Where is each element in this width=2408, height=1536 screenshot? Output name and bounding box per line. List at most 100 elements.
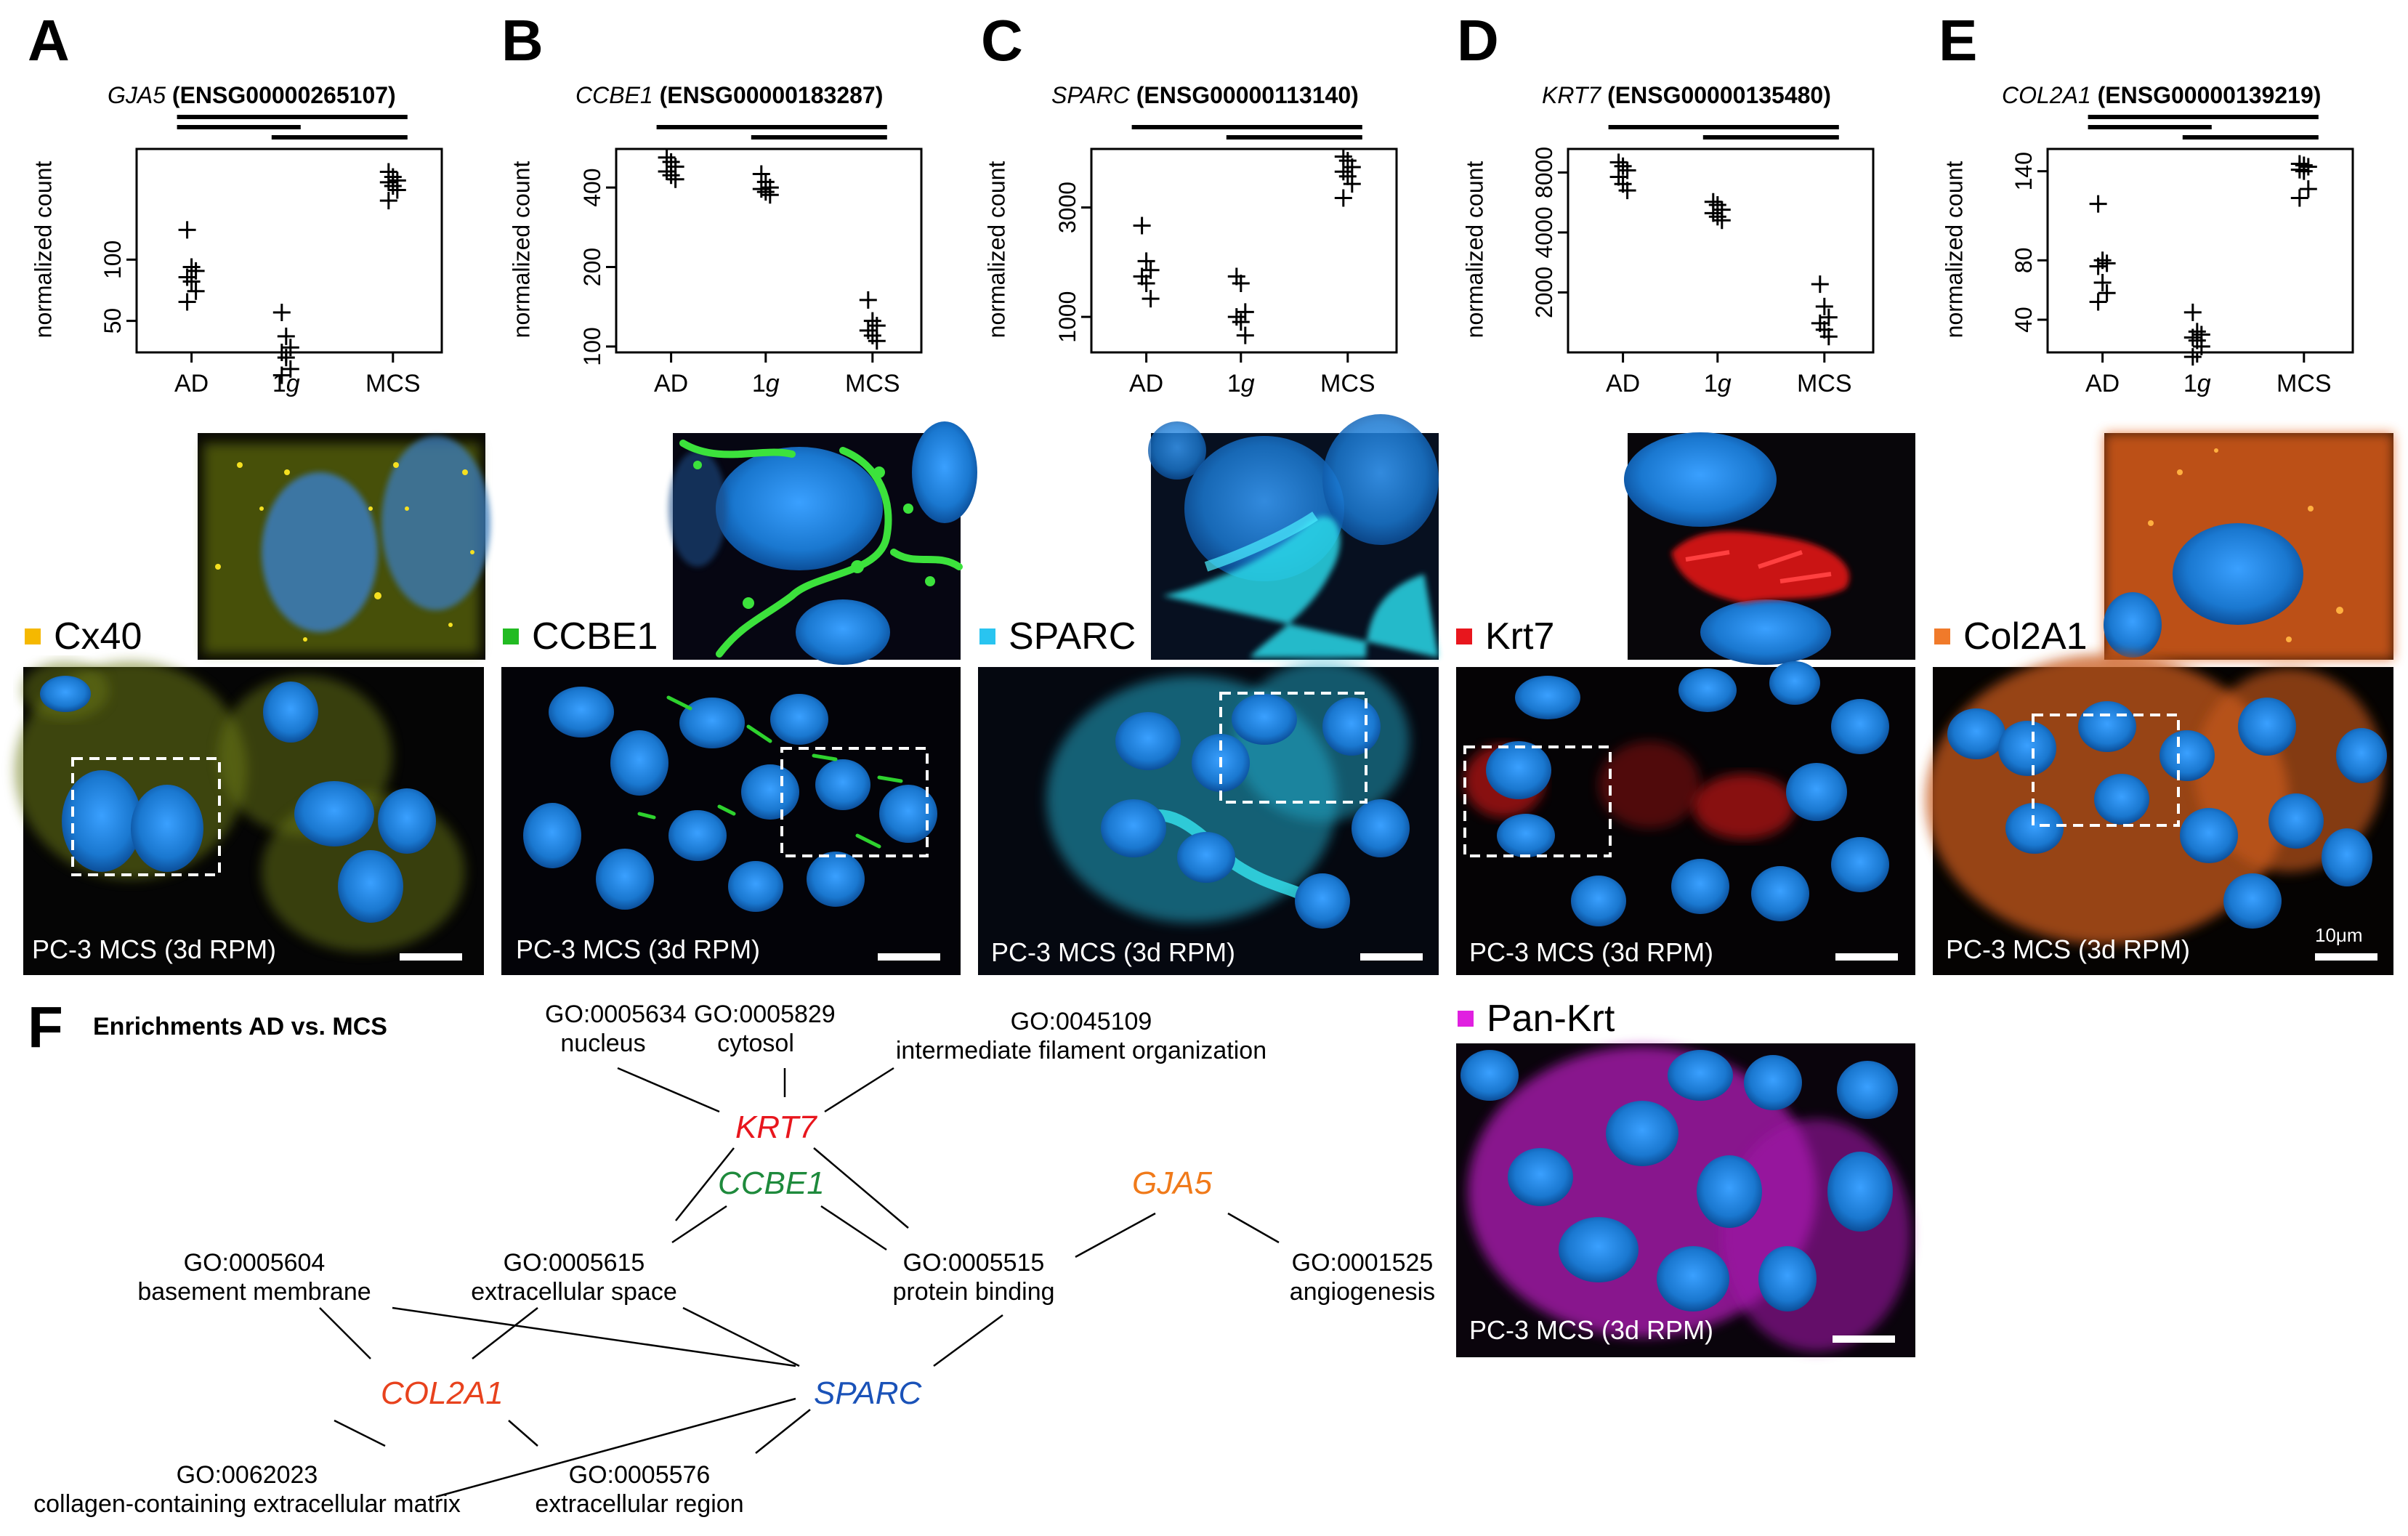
data-point bbox=[1137, 252, 1155, 270]
plot-title-b: CCBE1 (ENSG00000183287) bbox=[575, 82, 883, 109]
data-point bbox=[2290, 161, 2308, 179]
data-point bbox=[761, 186, 779, 204]
data-point bbox=[388, 181, 406, 199]
panel-letter-c: C bbox=[981, 8, 1023, 73]
x-tick-label: MCS bbox=[365, 370, 421, 397]
data-point bbox=[1609, 168, 1628, 186]
caption-d: PC-3 MCS (3d RPM) bbox=[1469, 937, 1714, 967]
panel-letter-d: D bbox=[1457, 8, 1499, 73]
legend-sparc: SPARC bbox=[979, 615, 1136, 658]
micro-e-main bbox=[1926, 654, 2393, 975]
data-point bbox=[658, 163, 676, 181]
data-point bbox=[178, 293, 196, 311]
data-point bbox=[2295, 162, 2313, 180]
go-name: collagen-containing extracellular matrix bbox=[33, 1490, 461, 1518]
x-tick-label-g: g bbox=[1241, 370, 1255, 397]
data-point bbox=[756, 183, 775, 201]
plot-title-c: SPARC (ENSG00000113140) bbox=[1051, 82, 1359, 109]
x-tick-label: AD bbox=[174, 370, 209, 397]
data-point bbox=[182, 258, 201, 276]
x-tick-label: 1g bbox=[752, 370, 780, 397]
y-tick-label: 140 bbox=[2011, 152, 2037, 190]
legend-krt7: Krt7 bbox=[1456, 615, 1554, 658]
data-point bbox=[1334, 147, 1352, 166]
data-point bbox=[272, 366, 291, 384]
data-point bbox=[1142, 290, 1160, 308]
go-id: GO:0001525 bbox=[1291, 1249, 1434, 1277]
micro-e-inset bbox=[2104, 433, 2393, 660]
caption-c: PC-3 MCS (3d RPM) bbox=[991, 937, 1236, 967]
data-point bbox=[2299, 158, 2317, 176]
y-tick-label: 40 bbox=[2011, 307, 2037, 333]
caption-e: PC-3 MCS (3d RPM) bbox=[1946, 934, 2191, 964]
gene-name: CCBE1 bbox=[575, 82, 653, 108]
data-point bbox=[2183, 328, 2202, 347]
micro-d-main bbox=[1456, 661, 1915, 975]
col2a1-label: Col2A1 bbox=[1963, 615, 2088, 658]
gene-name: SPARC bbox=[1051, 82, 1130, 108]
data-point bbox=[277, 349, 295, 367]
pankrt-swatch bbox=[1458, 1011, 1474, 1027]
gene-node-ccbe1: CCBE1 bbox=[718, 1165, 825, 1201]
x-tick-label: AD bbox=[654, 370, 688, 397]
gene-node-gja5: GJA5 bbox=[1132, 1165, 1213, 1201]
legend-ccbe1: CCBE1 bbox=[503, 615, 658, 658]
micro-b-main bbox=[501, 667, 961, 975]
y-tick-label: 2000 bbox=[1531, 267, 1557, 318]
micro-c-main bbox=[978, 661, 1439, 975]
y-tick-label: 3000 bbox=[1054, 182, 1080, 233]
y-tick-label: 1000 bbox=[1054, 291, 1080, 343]
data-point bbox=[662, 166, 680, 185]
data-point bbox=[1334, 189, 1352, 207]
ensg-id: (ENSG00000135480) bbox=[1607, 82, 1831, 108]
data-point bbox=[1343, 158, 1361, 176]
data-point bbox=[1236, 326, 1254, 344]
krt7-swatch bbox=[1456, 628, 1472, 644]
go-id: GO:0005604 bbox=[183, 1249, 326, 1277]
x-tick-label: 1g bbox=[1704, 370, 1732, 397]
data-point bbox=[1704, 204, 1722, 222]
micro-pankrt bbox=[1456, 1043, 1915, 1357]
go-name: angiogenesis bbox=[1289, 1278, 1436, 1306]
caption-pankrt: PC-3 MCS (3d RPM) bbox=[1469, 1315, 1714, 1345]
data-point bbox=[1614, 157, 1632, 175]
data-point bbox=[868, 332, 886, 350]
x-tick-label-g: g bbox=[766, 370, 780, 397]
go-id: GO:0005515 bbox=[902, 1249, 1045, 1277]
x-tick-label: 1g bbox=[1227, 370, 1255, 397]
y-tick-label: 400 bbox=[579, 168, 605, 206]
data-point bbox=[379, 192, 397, 210]
go-id: GO:0005634 bbox=[545, 1001, 687, 1028]
panel-letter-f: F bbox=[28, 995, 63, 1059]
data-point bbox=[1338, 167, 1357, 185]
data-point bbox=[1609, 153, 1628, 171]
data-point bbox=[1819, 328, 1838, 346]
legend-pankrt: Pan-Krt bbox=[1458, 997, 1615, 1040]
col2a1-swatch bbox=[1934, 628, 1950, 644]
legend-cx40: Cx40 bbox=[25, 615, 142, 658]
data-point bbox=[2098, 284, 2116, 302]
x-tick-label: MCS bbox=[2276, 370, 2332, 397]
caption-a: PC-3 MCS (3d RPM) bbox=[32, 934, 277, 964]
data-point bbox=[2089, 257, 2107, 275]
go-id: GO:0045109 bbox=[1010, 1008, 1152, 1035]
data-point bbox=[1815, 320, 1833, 339]
sparc-swatch bbox=[979, 628, 995, 644]
y-tick-label: 4000 bbox=[1531, 206, 1557, 258]
data-point bbox=[1811, 275, 1829, 294]
data-point bbox=[272, 304, 291, 322]
y-tick-label: 100 bbox=[100, 240, 126, 279]
data-point bbox=[182, 272, 201, 291]
data-point bbox=[1133, 217, 1151, 235]
plot-title-e: COL2A1 (ENSG00000139219) bbox=[2002, 82, 2321, 109]
panel-letter-e: E bbox=[1939, 8, 1978, 73]
gene-node-col2a1: COL2A1 bbox=[381, 1375, 504, 1411]
data-point bbox=[1137, 275, 1155, 293]
krt7-label: Krt7 bbox=[1485, 615, 1555, 658]
data-point bbox=[2089, 195, 2107, 213]
